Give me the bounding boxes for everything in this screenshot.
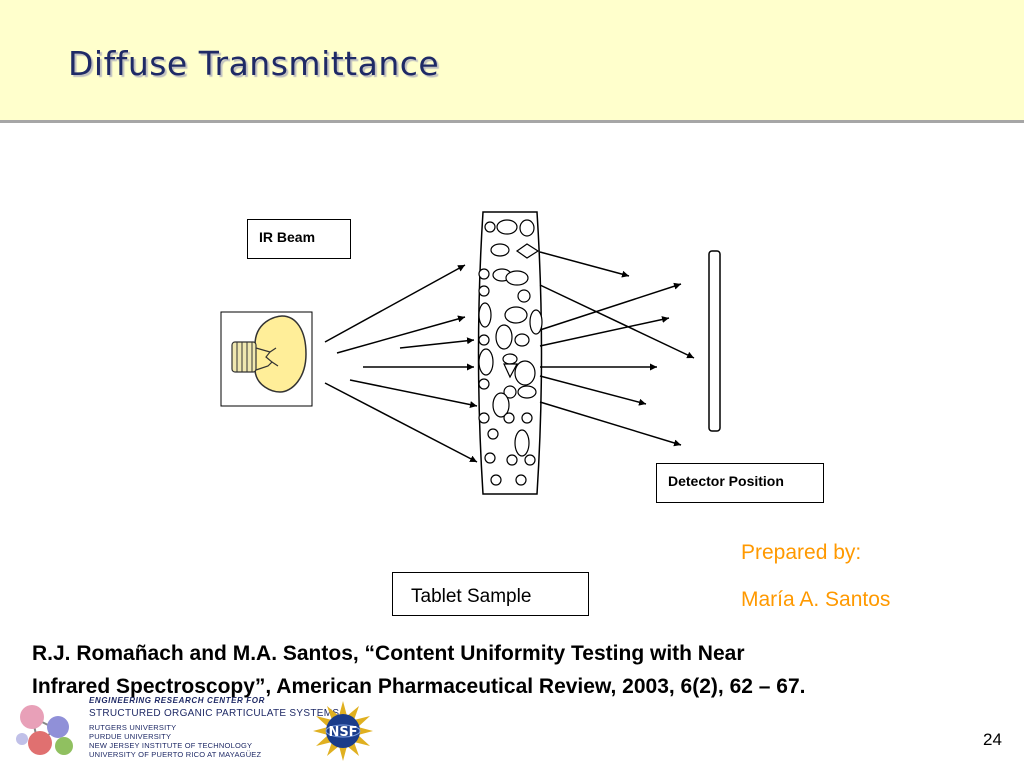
detector-position-label: Detector Position: [656, 463, 824, 503]
reference-line-1: R.J. Romañach and M.A. Santos, “Content …: [32, 642, 745, 665]
title-banner: [0, 0, 1024, 120]
erc-sops-block: ENGINEERING RESEARCH CENTER FOR STRUCTUR…: [89, 696, 339, 759]
tablet-particles: [478, 219, 543, 486]
author-name: María A. Santos: [741, 588, 891, 611]
detector: [708, 250, 721, 432]
molecule-logo-icon: [16, 705, 73, 755]
university-item: RUTGERS UNIVERSITY: [89, 723, 177, 732]
light-source: [220, 311, 313, 407]
nsf-text: NSF: [328, 725, 357, 740]
tablet-sample-label: Tablet Sample: [392, 572, 589, 616]
university-item: UNIVERSITY OF PUERTO RICO AT MAYAGÜEZ: [89, 750, 262, 759]
page-number: 24: [983, 730, 1002, 749]
reference-citation: R.J. Romañach and M.A. Santos, “Content …: [32, 637, 992, 703]
ir-beam-label: IR Beam: [247, 219, 351, 259]
slide-title: Diffuse Transmittance: [68, 44, 440, 83]
erc-header: ENGINEERING RESEARCH CENTER FOR: [89, 696, 265, 705]
reference-line-2: Infrared Spectroscopy”, American Pharmac…: [32, 675, 806, 698]
tablet-sample: [477, 211, 543, 495]
scattered-rays: [539, 251, 695, 447]
university-list: RUTGERS UNIVERSITY PURDUE UNIVERSITY NEW…: [89, 723, 339, 759]
prepared-by-label: Prepared by:: [741, 541, 862, 564]
university-item: NEW JERSEY INSTITUTE OF TECHNOLOGY: [89, 741, 253, 750]
incident-rays: [324, 264, 478, 463]
nsf-seal-icon: NSF: [313, 701, 373, 761]
light-bulb-icon: [231, 315, 307, 393]
university-item: PURDUE UNIVERSITY: [89, 732, 172, 741]
title-divider: [0, 120, 1024, 123]
erc-name: STRUCTURED ORGANIC PARTICULATE SYSTEMS: [89, 708, 340, 719]
